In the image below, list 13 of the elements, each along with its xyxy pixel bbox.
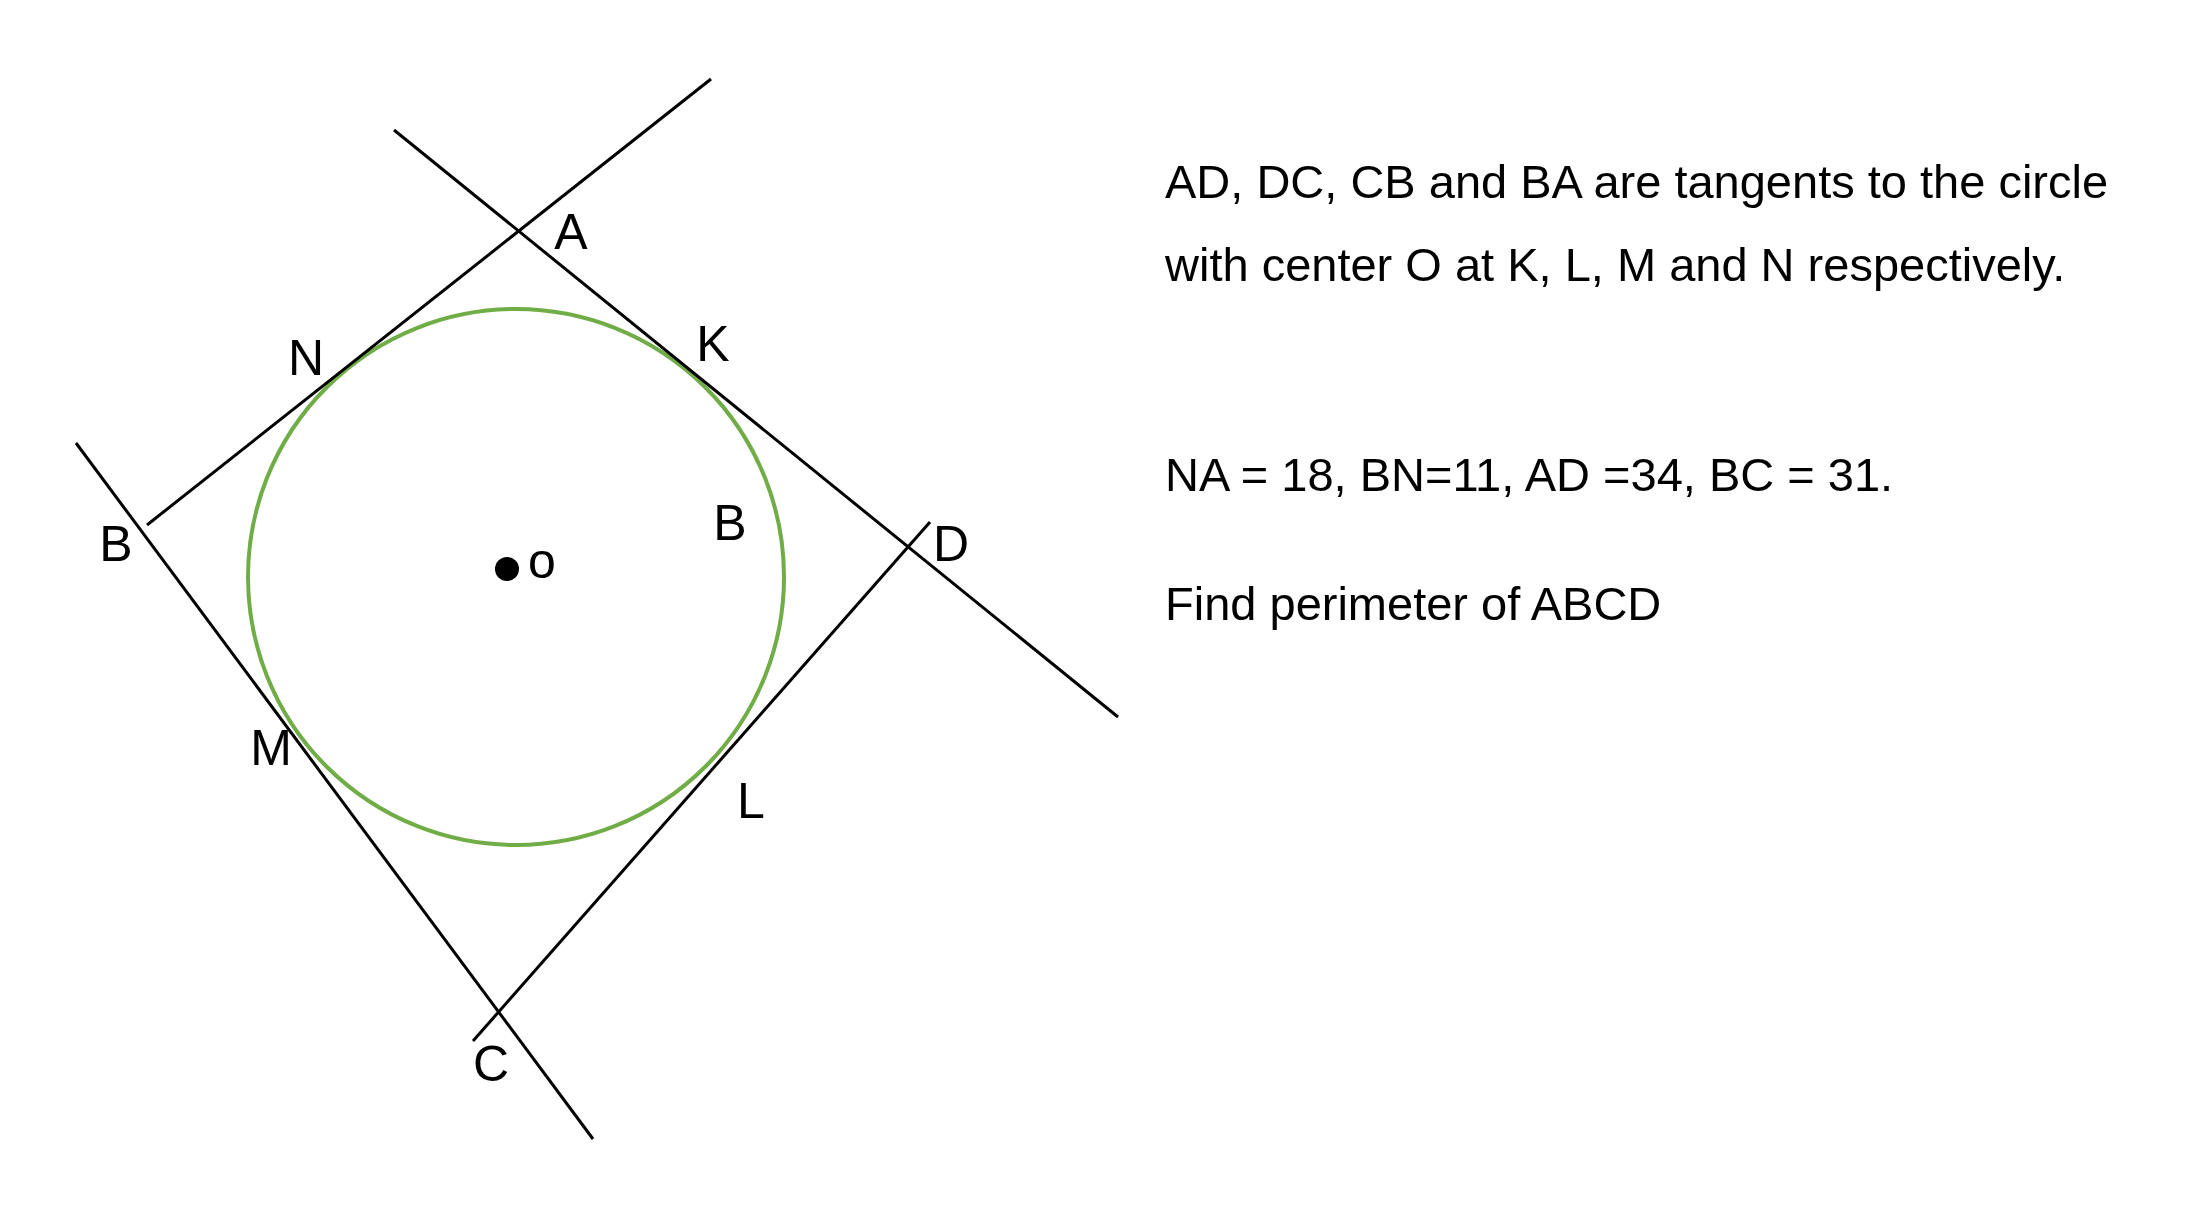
point-label: L [737, 776, 765, 826]
problem-text: Find perimeter of ABCD [1165, 576, 1663, 632]
point-label: B [99, 519, 133, 569]
point-label: B [713, 498, 747, 548]
point-label: M [250, 723, 292, 773]
point-label: D [932, 519, 970, 569]
point-label: o [528, 536, 556, 586]
point-label: K [696, 319, 730, 369]
problem-text: NA = 18, BN=11, AD =34, BC = 31. [1165, 447, 1895, 503]
problem-text: AD, DC, CB and BA are tangents to the circle with center O at K, L, M and N respectively. [1165, 154, 2110, 293]
point-label: N [287, 333, 325, 383]
point-label: C [472, 1039, 510, 1089]
point-label: A [554, 207, 588, 257]
